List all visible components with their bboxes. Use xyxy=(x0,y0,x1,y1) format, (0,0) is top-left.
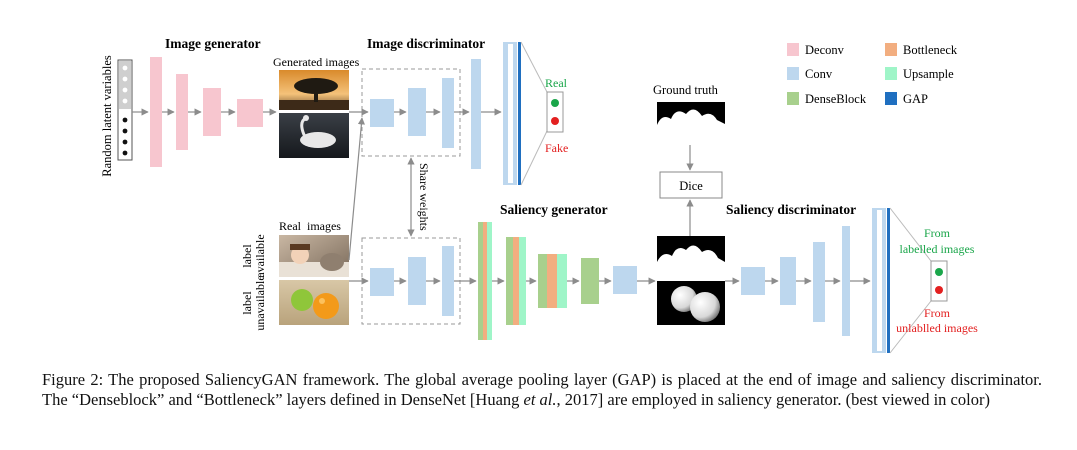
legend-swatch-denseblock xyxy=(787,92,799,105)
disc-conv-3 xyxy=(442,78,454,148)
legend-swatch-upsample xyxy=(885,67,897,80)
legend-label-deconv: Deconv xyxy=(805,43,845,57)
decoder-denseblock xyxy=(581,258,599,304)
saliencygan-diagram: Image generator Random latent variables … xyxy=(100,36,978,354)
decoder-block-2 xyxy=(506,237,526,325)
legend-swatch-bottleneck xyxy=(885,43,897,56)
legend-label-denseblock: DenseBlock xyxy=(805,92,867,106)
sal-disc-conv-1 xyxy=(741,267,765,295)
deconv-layer-2 xyxy=(176,74,188,150)
legend: Deconv Bottleneck Conv Upsample DenseBlo… xyxy=(787,43,958,106)
disc-conv-1 xyxy=(370,99,394,127)
sal-disc-conv-3 xyxy=(813,242,825,322)
figure-caption: Figure 2: The proposed SaliencyGAN frame… xyxy=(42,370,1042,410)
unlabelled-indicator-icon xyxy=(935,286,943,294)
generated-images-label: Generated images xyxy=(273,55,360,69)
image-discriminator-title: Image discriminator xyxy=(367,36,485,51)
generated-image-swan xyxy=(279,113,349,158)
disc-conv-2 xyxy=(408,88,426,136)
fake-indicator-icon xyxy=(551,117,559,125)
deconv-layer-1 xyxy=(150,57,162,167)
caption-part-2: et al. xyxy=(523,390,557,409)
real-label: Real xyxy=(545,76,568,90)
image-disc-output-box xyxy=(546,91,564,133)
ground-truth-map xyxy=(657,102,725,145)
image-generator-layers xyxy=(150,57,263,167)
saliency-map-generated xyxy=(657,236,725,279)
latent-vector xyxy=(117,59,133,161)
label-available-text: labelavailable xyxy=(240,234,267,277)
dice-box xyxy=(659,171,723,199)
deconv-layer-3 xyxy=(203,88,221,136)
legend-swatch-gap xyxy=(885,92,897,105)
decoder-conv-out xyxy=(613,266,637,294)
sal-disc-gap-block xyxy=(872,208,890,353)
enc-conv-2 xyxy=(408,257,426,305)
legend-label-bottleneck: Bottleneck xyxy=(903,43,958,57)
deconv-layer-4 xyxy=(237,99,263,127)
fake-label: Fake xyxy=(545,141,568,155)
saliency-generator-title: Saliency generator xyxy=(500,202,608,217)
image-generator-title: Image generator xyxy=(165,36,261,51)
legend-swatch-deconv xyxy=(787,43,799,56)
real-images-label: Real images xyxy=(279,219,341,233)
dice-label: Dice xyxy=(679,179,703,193)
real-indicator-icon xyxy=(551,99,559,107)
saliency-map-spheres xyxy=(657,281,725,325)
real-image-child-cat xyxy=(279,235,349,277)
random-latent-label: Random latent variables xyxy=(100,55,114,177)
legend-label-upsample: Upsample xyxy=(903,67,954,81)
labelled-indicator-icon xyxy=(935,268,943,276)
label-unavailable-text: labelunavailable xyxy=(240,275,267,330)
legend-label-conv: Conv xyxy=(805,67,833,81)
disc-gap-block xyxy=(503,42,521,185)
saliency-discriminator-title: Saliency discriminator xyxy=(726,202,856,217)
generated-image-tree xyxy=(279,70,349,110)
sal-disc-conv-4 xyxy=(842,226,850,336)
sal-disc-output-box xyxy=(930,260,948,302)
caption-part-3: , 2017] are employed in saliency generat… xyxy=(556,390,990,409)
enc-conv-1 xyxy=(370,268,394,296)
share-weights-label: Share weights xyxy=(417,163,431,231)
decoder-block-1 xyxy=(478,222,492,340)
decoder-block-3 xyxy=(538,254,567,308)
enc-conv-3 xyxy=(442,246,454,316)
real-image-oranges xyxy=(279,280,349,325)
legend-label-gap: GAP xyxy=(903,92,928,106)
ground-truth-label: Ground truth xyxy=(653,83,719,97)
caption-part-1: Figure 2: The proposed SaliencyGAN frame… xyxy=(42,370,1042,409)
legend-swatch-conv xyxy=(787,67,799,80)
disc-conv-4 xyxy=(471,59,481,169)
sal-disc-conv-2 xyxy=(780,257,796,305)
